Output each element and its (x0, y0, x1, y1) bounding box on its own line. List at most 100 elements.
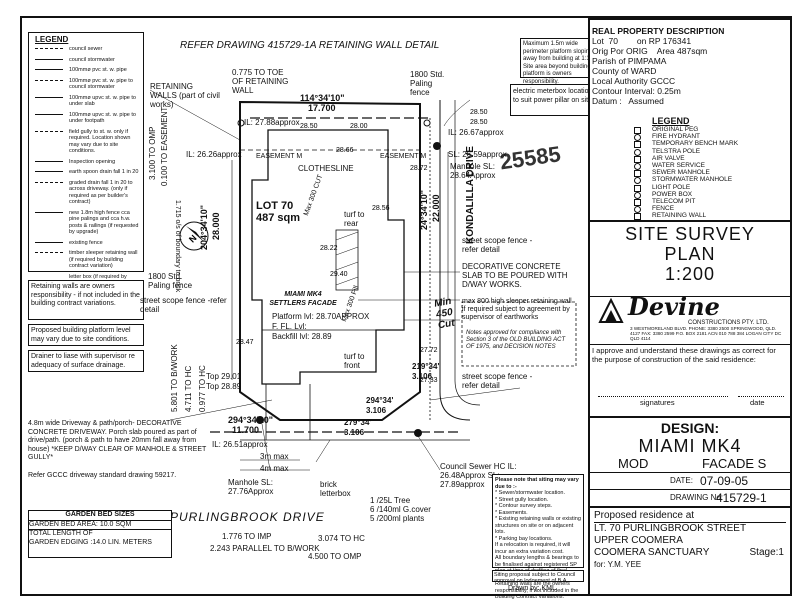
note-retaining: Retaining walls are owners responsibilit… (28, 280, 144, 320)
garden-edging-value: :14.0 (90, 538, 107, 546)
siting-council-text: Siting proposal subject to Council appro… (494, 572, 576, 582)
right-legend-item: WATER SERVICE (612, 162, 788, 171)
legend-symbol-icon (35, 130, 63, 132)
right-legend-item: STORMWATER MANHOLE (612, 176, 788, 185)
electric-note: electric meterbox location to suit power… (510, 84, 602, 116)
legend-item-label: timber sleeper retaining wall (if requir… (69, 250, 138, 269)
siting-note-item: * Easements. (495, 509, 528, 516)
address-line-2: UPPER COOMERA (594, 535, 683, 546)
right-legend-symbol-icon (634, 134, 641, 142)
right-legend-label: STORMWATER MANHOLE (652, 176, 733, 184)
il-left: IL: 26.26approx (186, 150, 242, 159)
right-legend-item: RETAINING WALL (612, 212, 788, 221)
plan-title: PLAN (664, 244, 716, 264)
legend-symbol-icon (35, 160, 63, 162)
decorative-slab (335, 229, 359, 291)
easement-left: EASEMENT M (256, 153, 303, 160)
il-bottom: IL: 26.51approx (212, 440, 268, 449)
date-label: date (750, 398, 765, 407)
hc-left-2: 4.711 TO HC (184, 365, 193, 412)
company-name: Devine (628, 292, 720, 321)
sleeper-note: max 800 high sleeper retaining wall if r… (462, 298, 572, 321)
right-legend-item: AIR VALVE (612, 155, 788, 163)
spot-level-label: 28.56 (372, 205, 390, 212)
design-block: DESIGN: MIAMI MK4 MOD FACADE S DATE: 07-… (590, 420, 790, 506)
right-legend-symbol-icon (634, 127, 641, 134)
legend-item: existing fence (35, 239, 140, 247)
right-legend-label: FENCE (652, 205, 675, 213)
len-bottom: 11.700 (232, 425, 260, 435)
right-legend-item: FIRE HYDRANT (612, 133, 788, 142)
approval-stamp (461, 301, 577, 367)
min-cut: Min 450 Cut (433, 295, 456, 332)
right-legend-symbol-icon (634, 155, 641, 163)
right-legend-label: RETAINING WALL (652, 212, 707, 220)
garden-area-value: 10.0 (99, 520, 114, 528)
sl-top-right: SL: 26.59approx (448, 150, 507, 159)
ffl-lvl: F. FL. Lvl: (272, 322, 307, 331)
platform-lvl: Platform lvl: 28.70APPROX (272, 312, 370, 321)
legend-item: council stormwater (35, 56, 140, 64)
right-legend-symbol-icon (634, 177, 641, 185)
drawn-by: Drawn by: KML (508, 585, 556, 592)
legend-item-label: 100mmø pvc st. w. pipe (69, 67, 127, 73)
len-top: 17.700 (308, 103, 336, 113)
legend-item-label: council stormwater (69, 56, 115, 63)
scope-left: street scope fence -refer detail (140, 296, 227, 314)
right-legend-label: TEMPORARY BENCH MARK (652, 140, 739, 148)
manhole-right: Manhole SL: 28.64Approx (450, 162, 496, 180)
building-footprint (251, 129, 405, 385)
scope-right-1: street scope fence -refer detail (462, 236, 533, 254)
legend-item: 100mmø pvc st. w. pipe to council stormw… (35, 78, 140, 91)
dim-hc: 3.074 TO HC (318, 534, 365, 543)
right-legend-symbol-icon (634, 213, 641, 221)
drawing-value: 415729-1 (716, 491, 767, 505)
right-legend-label: SEWER MANHOLE (652, 169, 710, 177)
len-left: 28.000 (211, 212, 221, 240)
spot-level-label: 28.22 (320, 245, 338, 252)
right-legend-label: LIGHT POLE (652, 183, 691, 191)
drawing-key: DRAWING No: (670, 493, 724, 502)
legend-item: new 1.8m high fence cca pine palings and… (35, 210, 140, 236)
legend-item-label: field gully to st. w. only if required. … (69, 128, 131, 155)
right-legend-label: TELSTRA POLE (652, 147, 701, 155)
property-datum: Datum : Assumed (592, 96, 664, 106)
manhole-bottom-left: Manhole SL: 27.76Approx (228, 478, 274, 496)
site-survey-block: SITE SURVEY PLAN 1:200 (590, 220, 790, 297)
right-legend-title: LEGEND (652, 116, 690, 126)
garden-total-label: TOTAL LENGTH OF (29, 530, 93, 537)
property-orig: Orig Por ORIG Area 487sqm (592, 46, 708, 56)
legend-item: 100mmø pvc st. w. pipe (35, 67, 140, 74)
garden-area-row: GARDEN BED AREA: 10.0 SQM (29, 520, 171, 530)
legend-item-label: 100mmø upvc st. w. pipe to under footpat… (69, 111, 136, 125)
right-legend-label: POWER BOX (652, 190, 693, 198)
hc-left: 0.100 TO EASEMENT (160, 106, 169, 186)
bearing-right: 24°34'10" (419, 189, 429, 230)
proposed-label: Proposed residence at (594, 510, 695, 521)
bearing-left: 204°34'10" (199, 204, 209, 250)
legend-item-label: council sewer (69, 46, 103, 52)
garden-bed-table: GARDEN BED SIZES GARDEN BED AREA: 10.0 S… (28, 510, 172, 558)
bearing-small: 219°34' (412, 362, 440, 371)
property-lot: Lot 70 on RP 176341 (592, 36, 692, 46)
property-county: County of WARD (592, 66, 657, 76)
street-boundary-right (439, 100, 471, 421)
legend-list: council sewer council stormwater 100mmø pv… (35, 46, 140, 287)
right-legend-symbol-icon (634, 206, 641, 214)
note-platform-text: Proposed building platform level may var… (31, 327, 131, 343)
siting-council: Siting proposal subject to Council appro… (492, 570, 584, 582)
manhole-top-right (433, 142, 441, 150)
siting-note-item: * Street gully location. (495, 496, 549, 503)
company-address: 3 WESTMORELAND BLVD. PHONE: 3380 2500 SP… (630, 326, 782, 342)
design-mod: MOD (618, 456, 649, 471)
garden-area-unit: SQM (115, 520, 132, 528)
house-name: MIAMI MK4 SETTLERS FACADE (269, 291, 337, 307)
company-block: Devine CONSTRUCTIONS PTY. LTD. 3 WESTMOR… (590, 294, 790, 345)
date-key: DATE: (670, 476, 693, 485)
legend-item-label: existing fence (69, 239, 103, 246)
paling-top: 1800 Std. Paling fence (410, 70, 445, 97)
electric-note-leader (443, 99, 471, 127)
legend-item-label: graded drain fall 1 in 20 to across driv… (69, 179, 133, 206)
